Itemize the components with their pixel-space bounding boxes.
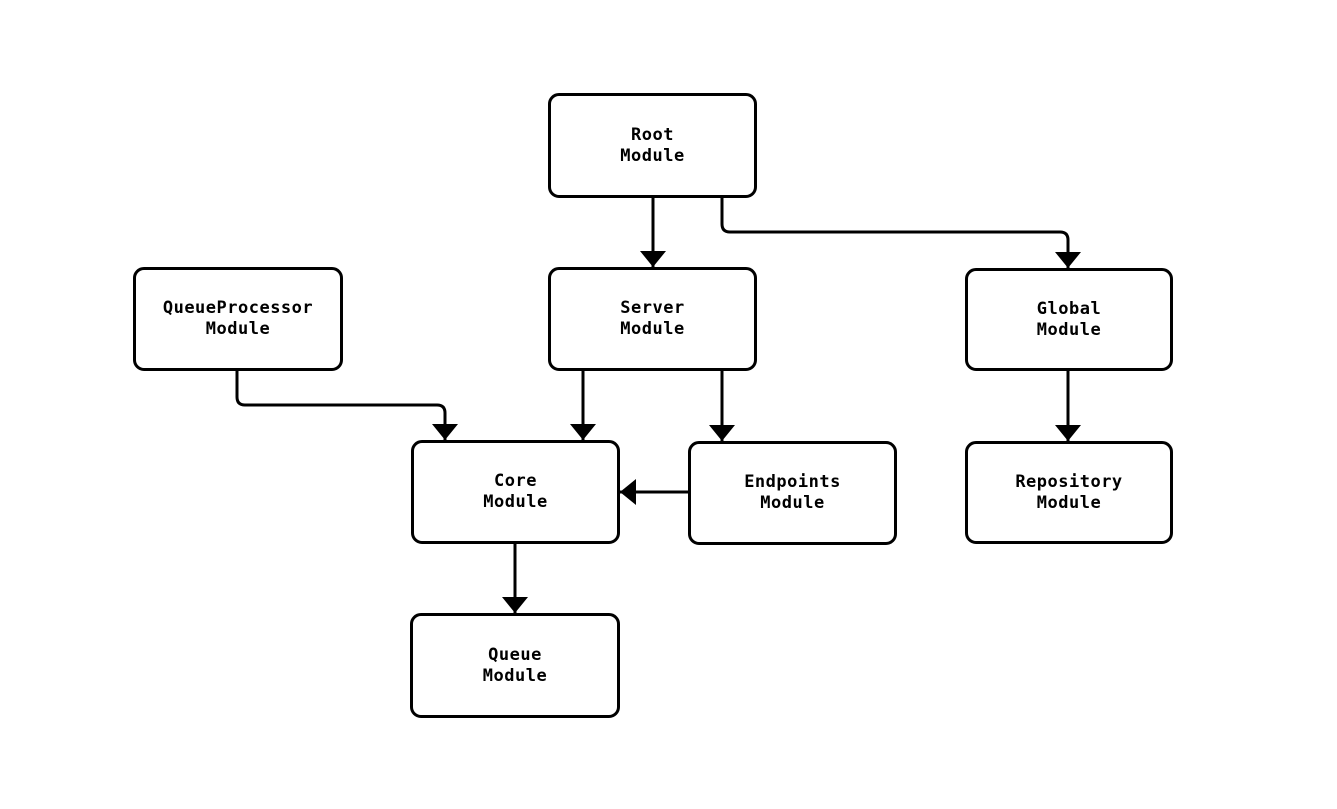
node-label-line: Repository [1015, 471, 1123, 492]
node-label-line: Endpoints [744, 472, 841, 492]
node-label-line: Queue [488, 644, 542, 665]
node-label-line: Module [482, 665, 548, 686]
arrowhead-queue-processor-to-core [432, 424, 458, 440]
node-label-line: Module [760, 493, 825, 513]
node-label-line: Module [483, 492, 548, 512]
arrowhead-server-to-endpoints [709, 425, 735, 441]
node-label-line: Module [620, 319, 685, 339]
arrowhead-core-to-queue [502, 597, 528, 613]
arrowhead-root-to-server [640, 251, 666, 267]
node-label-line: Root [631, 124, 674, 145]
node-label-line: Global [1036, 298, 1102, 319]
node-label-line: Module [620, 145, 685, 166]
arrowhead-server-to-core [570, 424, 596, 440]
node-label-line: Server [620, 298, 685, 318]
arrowhead-endpoints-to-core [620, 479, 636, 505]
node-label-line: Module [205, 319, 271, 339]
edge-queue-processor-to-core [235, 371, 447, 440]
arrowhead-root-to-global [1055, 252, 1081, 268]
arrowhead-global-to-repository [1055, 425, 1081, 441]
node-label-line: Module [1036, 319, 1102, 340]
node-label-line: Module [1036, 492, 1102, 513]
node-label-line: QueueProcessor [162, 298, 314, 318]
node-label-line: Core [494, 471, 537, 491]
edge-root-to-global [720, 198, 1070, 268]
